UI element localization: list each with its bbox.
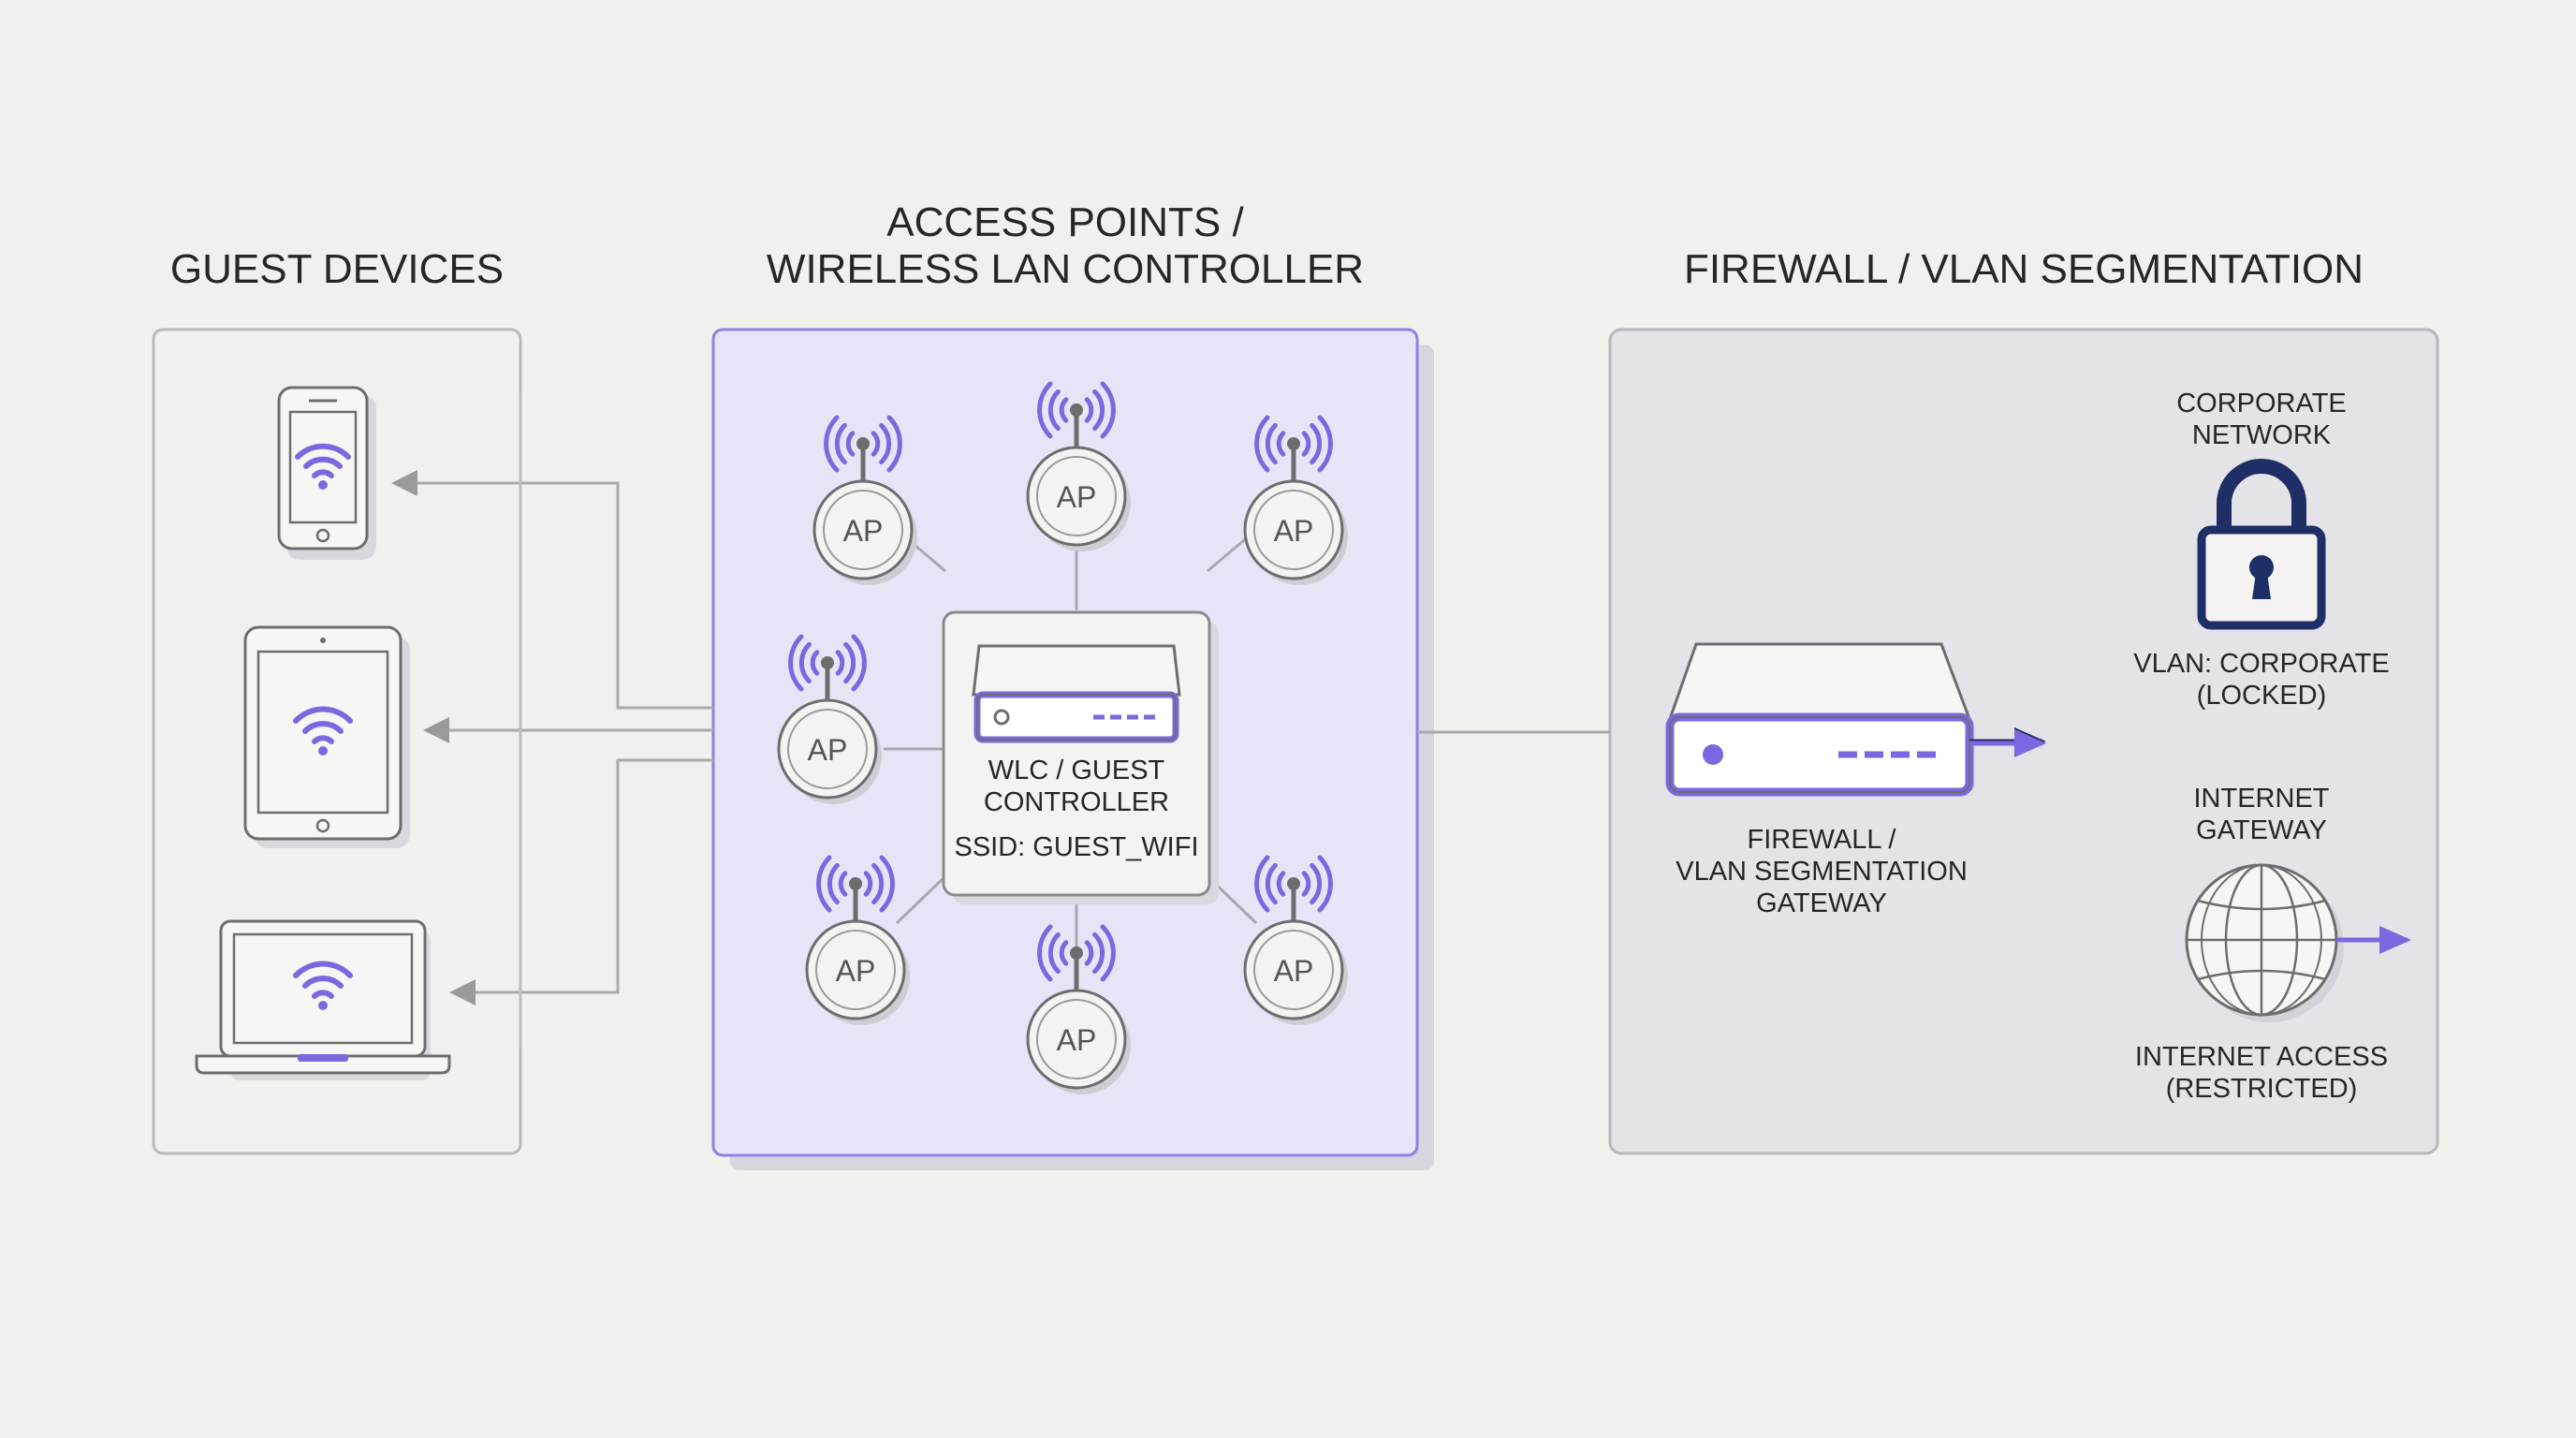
device-arrowheads [391,470,476,1005]
access-point-label: AP [1274,954,1314,988]
device-connectors [397,481,713,994]
wlc-ssid-label: SSID: GUEST_WIFI [954,832,1198,862]
access-point-label: AP [1057,1023,1097,1057]
corporate-caption-line2: (LOCKED) [2197,681,2327,711]
access-point-5: AP [805,855,910,1025]
internet-title-line2: GATEWAY [2196,815,2327,845]
internet-caption-line2: (RESTRICTED) [2166,1074,2358,1104]
laptop-wifi-icon [195,919,451,1080]
firewall-label-line3: GATEWAY [1756,888,1887,918]
radio-waves-icon [1037,381,1116,439]
access-point-6: AP [1026,924,1131,1094]
firewall-heading: FIREWALL / VLAN SEGMENTATION [1684,246,2364,292]
access-point-7: AP [1243,855,1348,1025]
globe-icon [2185,863,2344,1022]
radio-waves-icon [824,415,902,473]
access-point-label: AP [808,733,848,767]
tablet-wifi-icon [243,625,410,848]
smartphone-wifi-icon [277,386,376,560]
firewall-gateway-device: FIREWALL / VLAN SEGMENTATION GATEWAY [1665,642,1975,918]
firewall-label-line1: FIREWALL / [1748,825,1897,855]
corporate-title-line1: CORPORATE [2176,389,2347,418]
guest-devices-heading: GUEST DEVICES [170,246,504,292]
padlock-icon [2197,459,2326,630]
internet-caption-line1: INTERNET ACCESS [2135,1042,2388,1072]
access-point-2: AP [1026,381,1131,551]
access-points: AP AP AP AP AP AP AP [777,381,1348,1094]
access-point-label: AP [1057,480,1097,514]
access-point-4: AP [777,634,882,804]
access-points-heading-line1: ACCESS POINTS / [886,199,1244,245]
radio-waves-icon [1254,415,1333,473]
corporate-caption-line1: VLAN: CORPORATE [2133,649,2389,679]
radio-waves-icon [788,634,867,692]
corporate-title-line2: NETWORK [2192,420,2332,450]
access-point-label: AP [1274,514,1314,548]
radio-waves-icon [1254,855,1333,913]
firewall-label-line2: VLAN SEGMENTATION [1676,857,1968,887]
wlc-label-line1: WLC / GUEST [988,756,1165,785]
internet-title-line1: INTERNET [2194,784,2330,814]
access-point-1: AP [812,415,917,585]
access-point-label: AP [836,954,876,988]
access-points-heading-line2: WIRELESS LAN CONTROLLER [767,246,1364,292]
wlc-label-line2: CONTROLLER [984,787,1169,817]
access-point-3: AP [1243,415,1348,585]
radio-waves-icon [816,855,895,913]
radio-waves-icon [1037,924,1116,982]
wlc-controller: WLC / GUEST CONTROLLER SSID: GUEST_WIFI [942,610,1219,904]
access-point-label: AP [843,514,884,548]
